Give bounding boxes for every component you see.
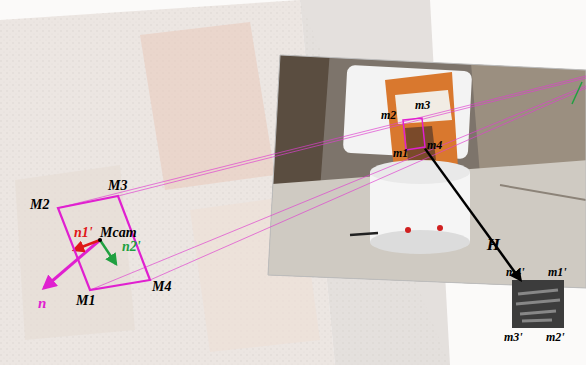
plane-patch-3d: n1' Mcamn2' [58, 196, 150, 290]
vector-label: n [38, 296, 46, 311]
point-label: m3 [415, 99, 430, 111]
projection-ray [118, 78, 586, 196]
point-cloud-print [140, 22, 275, 190]
node-shape [403, 118, 425, 150]
photo-door [260, 50, 330, 200]
patch-texture [516, 290, 560, 321]
photo-wall [260, 50, 586, 295]
camera-axis [572, 82, 582, 104]
photo-pen [350, 233, 378, 235]
normal-vector [44, 240, 100, 288]
point-label: m3' [504, 331, 523, 343]
photo-cereal-box [385, 72, 458, 170]
node-outline [403, 117, 425, 150]
homography-arrow [425, 149, 521, 280]
node-shape [512, 280, 564, 328]
patch-stroke [520, 311, 556, 314]
photo-turntable-top [370, 160, 470, 184]
vector-label: n2' [122, 240, 141, 254]
node-shape [58, 196, 150, 290]
patch-stroke [522, 320, 552, 321]
photo-turntable-base [370, 230, 470, 254]
patch-stroke [518, 290, 558, 294]
transform-label: H [487, 236, 500, 253]
photo-cable [500, 185, 586, 200]
projection-ray [58, 76, 586, 208]
photo-marker [437, 225, 443, 231]
vector-label: Mcam [100, 226, 137, 240]
projection-ray [150, 88, 586, 280]
axis-vector [74, 240, 100, 250]
vector-label: n1' [74, 226, 93, 240]
point-label: m4' [506, 266, 525, 278]
node-outline [512, 280, 564, 328]
rectified-patch: m4'm1'm3'm2' [512, 280, 564, 328]
camera-photo [260, 50, 586, 295]
projection-ray [90, 86, 586, 290]
point-label: m2 [381, 109, 396, 121]
corner-label: M1 [76, 294, 95, 308]
corner-label: M3 [108, 179, 127, 193]
image-patch: m2m3m1m4 [403, 117, 425, 150]
photo-desk [260, 160, 586, 295]
projection-rays [58, 76, 586, 290]
corner-label: M2 [30, 198, 49, 212]
photo-marker [405, 227, 411, 233]
patch-stroke [516, 300, 560, 304]
corner-label: M4 [152, 280, 171, 294]
axis-vector [100, 240, 116, 264]
point-label: m1 [393, 147, 408, 159]
point-label: m1' [548, 266, 567, 278]
point-label: m2' [546, 331, 565, 343]
point-label: m4 [427, 139, 442, 151]
